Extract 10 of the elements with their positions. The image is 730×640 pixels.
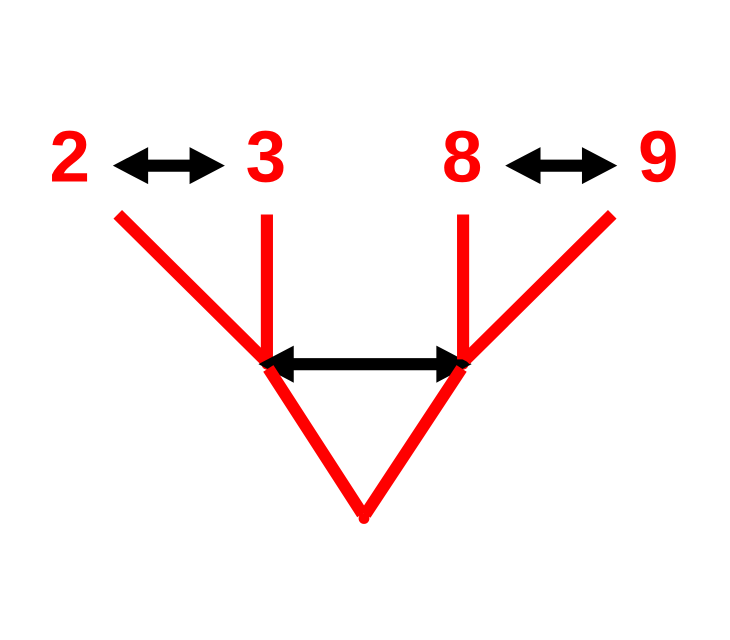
node-point — [358, 513, 370, 524]
node-text: 3 — [246, 116, 286, 198]
arrow — [112, 147, 225, 184]
arrow — [258, 346, 472, 383]
node-text: 9 — [638, 116, 679, 198]
connector — [260, 214, 273, 360]
node-text: 8 — [442, 116, 482, 198]
node-text: 2 — [49, 116, 90, 198]
connector — [457, 214, 470, 360]
arrow — [505, 147, 618, 184]
